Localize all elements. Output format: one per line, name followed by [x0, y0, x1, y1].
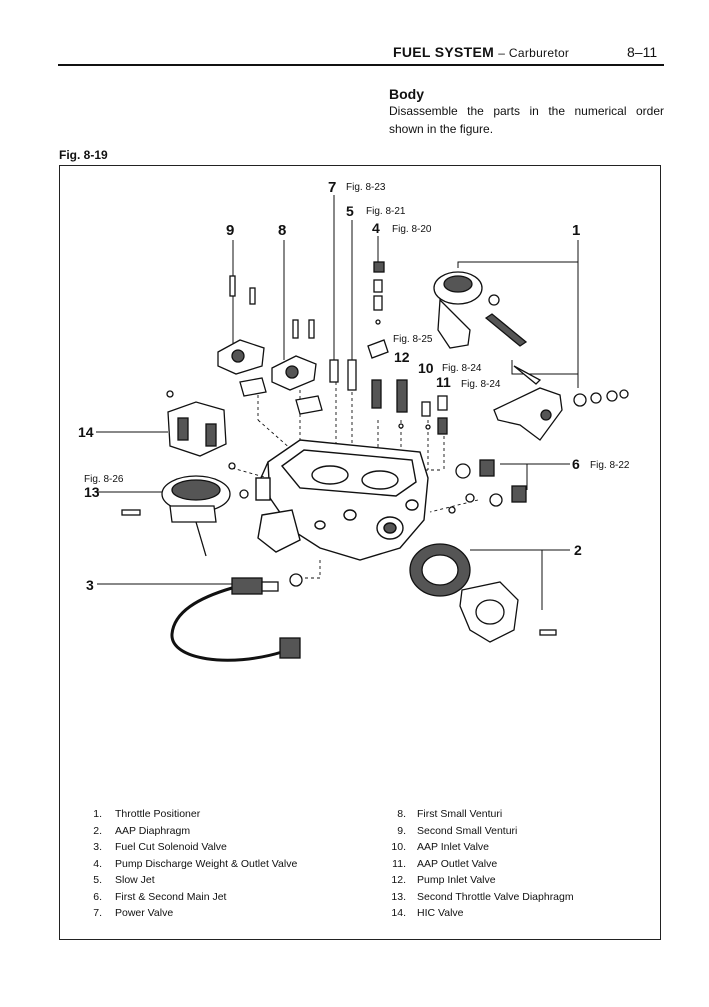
- figure-frame: [59, 165, 661, 940]
- legend-item: 5.Slow Jet: [93, 874, 155, 886]
- legend-item: 3.Fuel Cut Solenoid Valve: [93, 841, 227, 853]
- callout-2: 2: [574, 542, 582, 558]
- callout-4: 4: [372, 220, 380, 236]
- aap-diaphragm: [409, 543, 557, 643]
- body-heading: Body: [389, 86, 424, 102]
- callout-5: 5: [346, 203, 354, 219]
- leader-lines: [96, 195, 579, 610]
- legend-item: 14.HIC Valve: [391, 907, 464, 919]
- page-number: 8–11: [627, 44, 658, 60]
- second-throttle-diaphragm: [121, 462, 249, 557]
- section-title: FUEL SYSTEM – Carburetor: [393, 44, 570, 60]
- callout-6: 6: [572, 456, 580, 472]
- callout-1: 1: [572, 222, 580, 239]
- callout-11: 11: [436, 374, 451, 390]
- legend-item: 11.AAP Outlet Valve: [392, 857, 498, 870]
- legend-item: 7.Power Valve: [93, 907, 174, 919]
- legend-item: 1.Throttle Positioner: [93, 808, 201, 820]
- legend-item: 6.First & Second Main Jet: [93, 890, 227, 903]
- callout-11-ref: Fig. 8-24: [461, 379, 501, 390]
- legend-item: 2.AAP Diaphragm: [93, 824, 191, 837]
- figure-label: Fig. 8-19: [59, 148, 108, 162]
- legend-item: 12.Pump Inlet Valve: [391, 874, 496, 886]
- callout-5-ref: Fig. 8-21: [366, 206, 406, 217]
- main-jets: [448, 459, 527, 514]
- callout-10-ref: Fig. 8-24: [442, 363, 482, 374]
- legend-item: 4.Pump Discharge Weight & Outlet Valve: [93, 857, 298, 870]
- legend-item: 13.Second Throttle Valve Diaphragm: [391, 890, 574, 903]
- callout-7: 7: [328, 179, 336, 196]
- small-venturis: [217, 275, 323, 415]
- legend-item: 9.Second Small Venturi: [397, 824, 518, 837]
- callout-9: 9: [226, 222, 234, 239]
- callout-12: 12: [394, 349, 410, 365]
- body-instructions: Disassemble the parts in the numerical o…: [389, 104, 664, 136]
- callout-14: 14: [78, 424, 94, 440]
- callout-13: 13: [84, 484, 100, 500]
- throttle-positioner: [433, 271, 629, 441]
- fuel-cut-solenoid-valve: [170, 573, 303, 662]
- section-subtitle: – Carburetor: [498, 46, 570, 60]
- carburetor-body: [255, 439, 429, 561]
- parts-legend-left: 1.Throttle Positioner 2.AAP Diaphragm 3.…: [74, 806, 297, 922]
- callout-12-ref: Fig. 8-25: [393, 334, 433, 345]
- header-rule: [58, 64, 664, 66]
- jets-column: [329, 261, 448, 435]
- legend-item: 10.AAP Inlet Valve: [391, 841, 489, 853]
- callout-4-ref: Fig. 8-20: [392, 224, 432, 235]
- callout-7-ref: Fig. 8-23: [346, 182, 386, 193]
- callout-6-ref: Fig. 8-22: [590, 460, 630, 471]
- parts-legend-right: 8.First Small Venturi 9.Second Small Ven…: [380, 806, 574, 922]
- callout-3: 3: [86, 577, 94, 593]
- callout-13-ref: Fig. 8-26: [84, 474, 124, 485]
- callout-8: 8: [278, 222, 286, 239]
- callout-10: 10: [418, 360, 434, 376]
- legend-item: 8.First Small Venturi: [397, 808, 503, 820]
- hic-valve: [166, 390, 227, 457]
